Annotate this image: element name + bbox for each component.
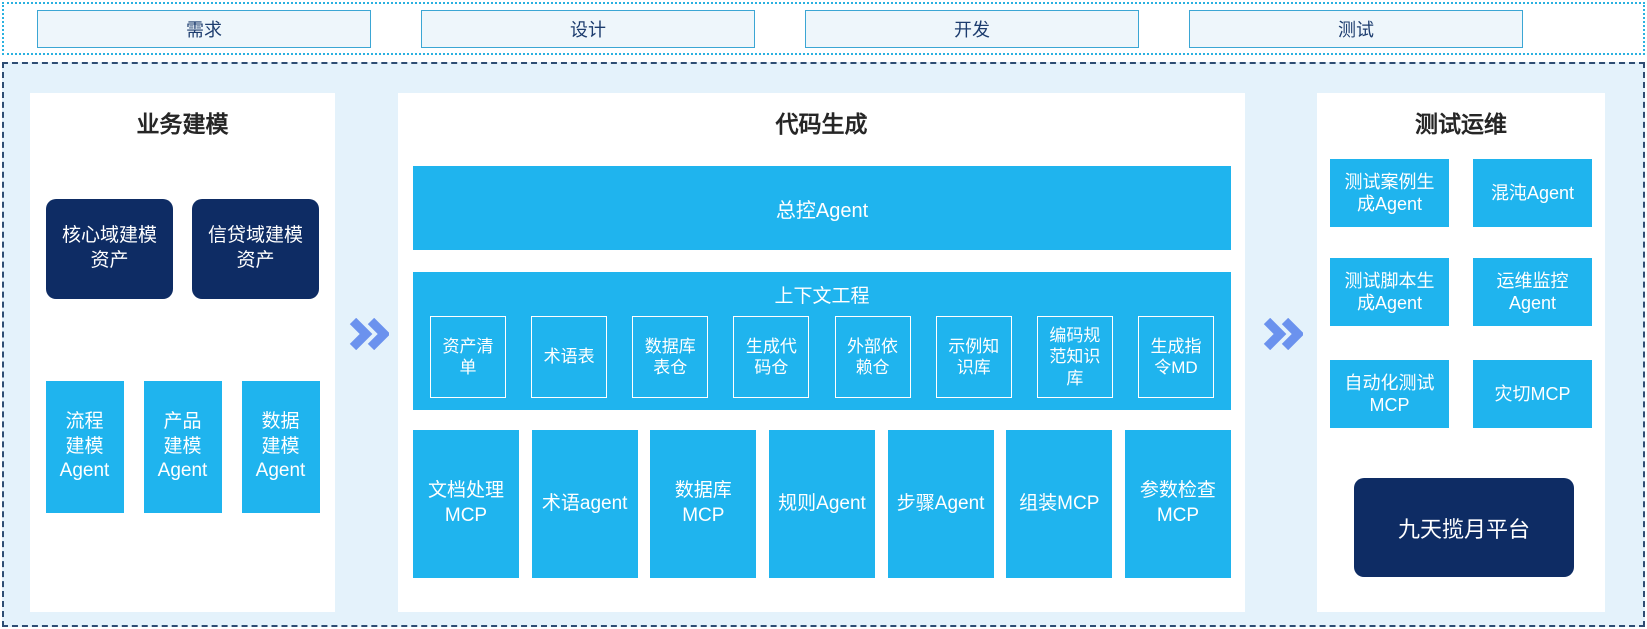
double-chevron-arrow-icon xyxy=(349,318,389,350)
database-table-repo-box: 数据库表仓 xyxy=(632,316,709,398)
terminology-agent-box: 术语agent xyxy=(531,430,638,578)
example-knowledge-base-box: 示例知识库 xyxy=(935,316,1012,398)
panel-business-modeling: 业务建模 核心域建模资产 信贷域建模资产 流程建模Agent 产品建模Agent… xyxy=(30,93,335,612)
generation-instruction-md-box: 生成指令MD xyxy=(1137,316,1214,398)
asset-list-box: 资产清单 xyxy=(430,316,506,398)
credit-domain-asset-box: 信贷域建模资产 xyxy=(192,199,319,299)
coding-standard-knowledge-base-box: 编码规范知识库 xyxy=(1036,316,1113,398)
automated-testing-mcp-box: 自动化测试MCP xyxy=(1330,360,1449,428)
process-modeling-agent-box: 流程建模Agent xyxy=(45,381,124,513)
test-script-generation-agent-box: 测试脚本生成Agent xyxy=(1330,258,1449,326)
database-mcp-box: 数据库MCP xyxy=(650,430,757,578)
phase-box-development: 开发 xyxy=(805,9,1139,48)
product-modeling-agent-box: 产品建模Agent xyxy=(143,381,222,513)
main-container: 业务建模 核心域建模资产 信贷域建模资产 流程建模Agent 产品建模Agent… xyxy=(2,62,1645,627)
context-engineering-title: 上下文工程 xyxy=(774,286,870,307)
jiutian-lanyue-platform-box: 九天揽月平台 xyxy=(1354,478,1574,577)
external-dependency-repo-box: 外部依赖仓 xyxy=(834,316,911,398)
master-control-agent-bar: 总控Agent xyxy=(413,166,1231,250)
panel-title-business-modeling: 业务建模 xyxy=(136,111,229,137)
domain-asset-row: 核心域建模资产 信贷域建模资产 xyxy=(30,199,335,299)
step-agent-box: 步骤Agent xyxy=(887,430,994,578)
test-case-generation-agent-box: 测试案例生成Agent xyxy=(1330,159,1449,227)
context-engineering-box: 上下文工程 资产清单 术语表 数据库表仓 生成代码仓 外部依赖仓 示例知识库 编… xyxy=(413,272,1231,410)
modeling-agent-row: 流程建模Agent 产品建模Agent 数据建模Agent xyxy=(30,381,335,513)
panel-title-test-operations: 测试运维 xyxy=(1415,111,1507,137)
phase-strip: 需求 设计 开发 测试 xyxy=(2,2,1645,55)
test-ops-row-1: 测试案例生成Agent 混沌Agent xyxy=(1330,159,1592,227)
phase-box-requirements: 需求 xyxy=(37,9,371,48)
test-ops-row-2: 测试脚本生成Agent 运维监控Agent xyxy=(1330,258,1592,326)
phase-box-design: 设计 xyxy=(421,9,755,48)
ops-monitoring-agent-box: 运维监控Agent xyxy=(1473,258,1592,326)
data-modeling-agent-box: 数据建模Agent xyxy=(241,381,320,513)
phase-box-testing: 测试 xyxy=(1189,9,1523,48)
double-chevron-arrow-icon xyxy=(1263,318,1303,350)
parameter-check-mcp-box: 参数检查MCP xyxy=(1124,430,1231,578)
assembly-mcp-box: 组装MCP xyxy=(1006,430,1113,578)
panel-title-code-generation: 代码生成 xyxy=(775,111,868,137)
test-ops-row-3: 自动化测试MCP 灾切MCP xyxy=(1330,360,1592,428)
panel-code-generation: 代码生成 总控Agent 上下文工程 资产清单 术语表 数据库表仓 生成代码仓 … xyxy=(398,93,1245,612)
disaster-switch-mcp-box: 灾切MCP xyxy=(1473,360,1592,428)
context-engineering-items: 资产清单 术语表 数据库表仓 生成代码仓 外部依赖仓 示例知识库 编码规范知识库… xyxy=(430,316,1214,398)
chaos-agent-box: 混沌Agent xyxy=(1473,159,1592,227)
generated-code-repo-box: 生成代码仓 xyxy=(733,316,810,398)
panel-test-operations: 测试运维 测试案例生成Agent 混沌Agent 测试脚本生成Agent 运维监… xyxy=(1317,93,1605,612)
mcp-agent-row: 文档处理MCP 术语agent 数据库MCP 规则Agent 步骤Agent 组… xyxy=(413,430,1231,578)
glossary-box: 术语表 xyxy=(531,316,608,398)
rule-agent-box: 规则Agent xyxy=(768,430,875,578)
document-processing-mcp-box: 文档处理MCP xyxy=(413,430,519,578)
core-domain-asset-box: 核心域建模资产 xyxy=(46,199,173,299)
